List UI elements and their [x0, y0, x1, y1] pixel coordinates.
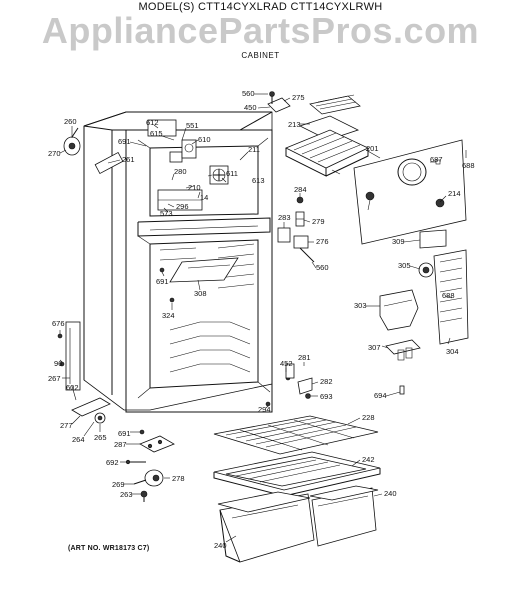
callout: 676: [52, 319, 65, 328]
callout: 304: [446, 347, 459, 356]
evaporator-cover: [353, 139, 467, 245]
crisper-cover: [213, 451, 381, 497]
callout: 450: [244, 103, 257, 112]
art-number: (ART NO. WR18173 C7): [68, 545, 150, 552]
callout: 691: [118, 137, 131, 146]
bottom-hardware: [57, 267, 175, 502]
callout: 277: [60, 421, 73, 430]
callout: 211: [248, 145, 260, 154]
callout: 287: [114, 440, 127, 449]
callout: 275: [292, 93, 305, 102]
callout: 687: [430, 155, 443, 164]
callout: 260: [64, 117, 77, 126]
freezer-tray-parts: [267, 91, 369, 177]
callout: 560: [242, 89, 255, 98]
callout: 615: [150, 129, 163, 138]
callout: 283: [278, 213, 291, 222]
callout: 452: [280, 359, 293, 368]
callout: 692: [106, 458, 119, 467]
callout: 240: [214, 541, 227, 550]
crisper-drawers: [217, 485, 379, 563]
callout: 324: [162, 311, 175, 320]
callout-labels: 560 275 450 213 260 270 612 551 691 615 …: [48, 89, 475, 550]
callout: 281: [298, 353, 311, 362]
section-title: CABINET: [241, 51, 280, 60]
callout: 264: [72, 435, 85, 444]
callout: 688: [442, 291, 455, 300]
callout: 14: [200, 193, 208, 202]
callout: 611: [226, 169, 238, 178]
callout: 282: [320, 377, 333, 386]
callout: 240: [384, 489, 397, 498]
callout: 265: [94, 433, 107, 442]
callout: 573: [160, 209, 173, 218]
callout: 308: [194, 289, 207, 298]
callout: 228: [362, 413, 375, 422]
callout: 96: [54, 359, 62, 368]
model-title: MODEL(S) CTT14CYXLRAD CTT14CYXLRWH: [138, 1, 383, 13]
callout: 284: [294, 185, 307, 194]
callout: 214: [448, 189, 461, 198]
callout: 551: [186, 121, 199, 130]
callout: 305: [398, 261, 411, 270]
callout: 280: [174, 167, 187, 176]
callout: 693: [320, 392, 333, 401]
callout: 691: [156, 277, 169, 286]
callout: 296: [176, 202, 189, 211]
callout: 270: [48, 149, 61, 158]
callout: 602: [66, 383, 79, 392]
watermark-logo: AppliancePartsPros.com: [41, 10, 480, 51]
callout: 201: [366, 144, 379, 153]
callout: 694: [374, 391, 387, 400]
center-hardware: [265, 196, 405, 407]
control-parts: [379, 229, 469, 361]
callout: 263: [120, 490, 133, 499]
callout: 307: [368, 343, 381, 352]
callout: 688: [462, 161, 475, 170]
callout: 276: [316, 237, 329, 246]
wire-shelf: [213, 415, 379, 455]
callout: 261: [122, 155, 135, 164]
cabinet-shell: [65, 111, 273, 413]
callout: 278: [172, 474, 185, 483]
leader-lines: [59, 93, 467, 543]
callout: 294: [258, 405, 271, 414]
callout: 613: [252, 176, 265, 185]
callout: 560: [316, 263, 329, 272]
callout: 213: [288, 120, 301, 129]
callout: 612: [146, 118, 159, 127]
callout: 269: [112, 480, 125, 489]
callout: 210: [188, 183, 201, 192]
callout: 610: [198, 135, 211, 144]
callout: 309: [392, 237, 405, 246]
callout: 242: [362, 455, 375, 464]
callout: 691: [118, 429, 131, 438]
callout: 279: [312, 217, 325, 226]
callout: 303: [354, 301, 367, 310]
callout: 267: [48, 374, 61, 383]
